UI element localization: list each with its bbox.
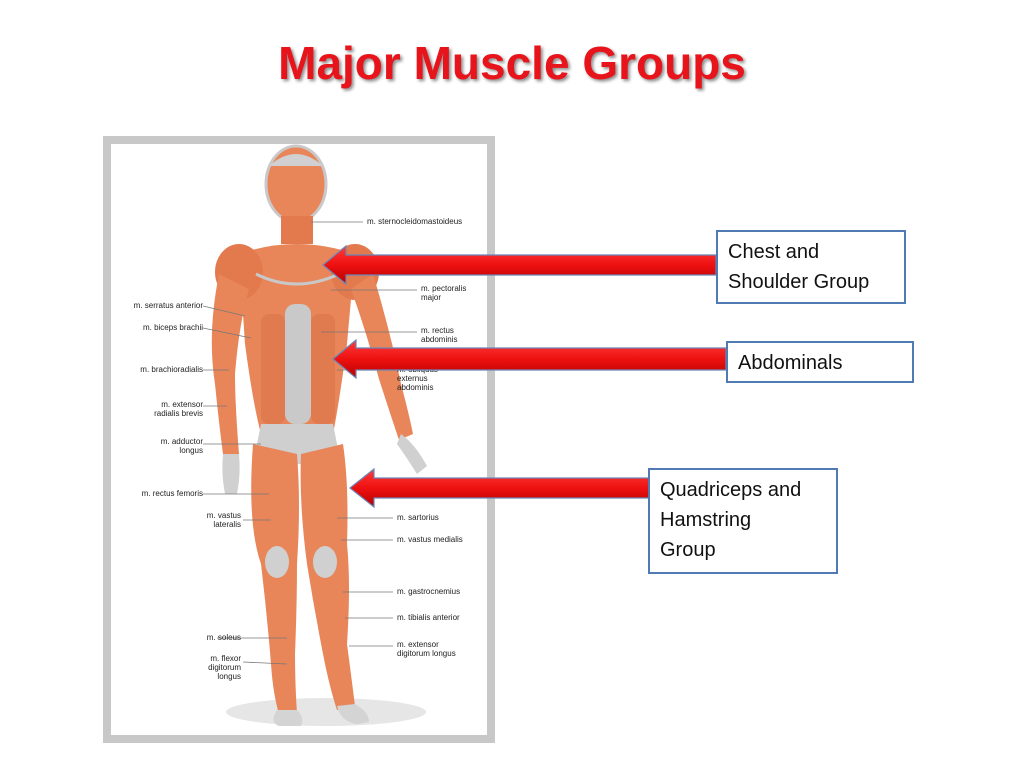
muscle-body-illustration — [202, 144, 427, 726]
page-title: Major Muscle Groups — [278, 37, 746, 89]
arrow-abdominals — [332, 338, 727, 380]
label-extensor-radialis-brevis: m. extensor radialis brevis — [154, 400, 203, 418]
arrow-quadriceps-hamstring — [349, 467, 650, 509]
label-rectus-abdominis: m. rectus abdominis — [421, 326, 458, 344]
label-sartorius: m. sartorius — [397, 513, 439, 522]
callout-chest-shoulder-group: Chest and Shoulder Group — [716, 230, 906, 304]
anatomy-figure-frame: m. serratus anterior m. biceps brachii m… — [103, 136, 495, 743]
anatomy-figure: m. serratus anterior m. biceps brachii m… — [111, 144, 487, 735]
label-sternocleidomastoideus: m. sternocleidomastoideus — [367, 217, 463, 226]
callout-abdominals: Abdominals — [726, 341, 914, 383]
label-vastus-lateralis: m. vastus lateralis — [206, 511, 241, 529]
label-tibialis-anterior: m. tibialis anterior — [397, 613, 460, 622]
label-vastus-medialis: m. vastus medialis — [397, 535, 463, 544]
label-extensor-digitorum-longus: m. extensor digitorum longus — [397, 640, 456, 658]
label-soleus: m. soleus — [206, 633, 241, 642]
callout-quadriceps-hamstring-group: Quadriceps and Hamstring Group — [648, 468, 838, 574]
label-gastrocnemius: m. gastrocnemius — [397, 587, 461, 596]
label-adductor-longus: m. adductor longus — [160, 437, 203, 455]
label-serratus-anterior: m. serratus anterior — [133, 301, 203, 310]
label-rectus-femoris: m. rectus femoris — [141, 489, 203, 498]
label-biceps-brachii: m. biceps brachii — [142, 323, 203, 332]
label-brachioradialis: m. brachioradialis — [140, 365, 203, 374]
label-pectoralis-major: m. pectoralis major — [421, 284, 467, 302]
label-flexor-digitorum-longus: m. flexor digitorum longus — [208, 654, 241, 681]
arrow-chest-shoulder — [322, 244, 717, 286]
